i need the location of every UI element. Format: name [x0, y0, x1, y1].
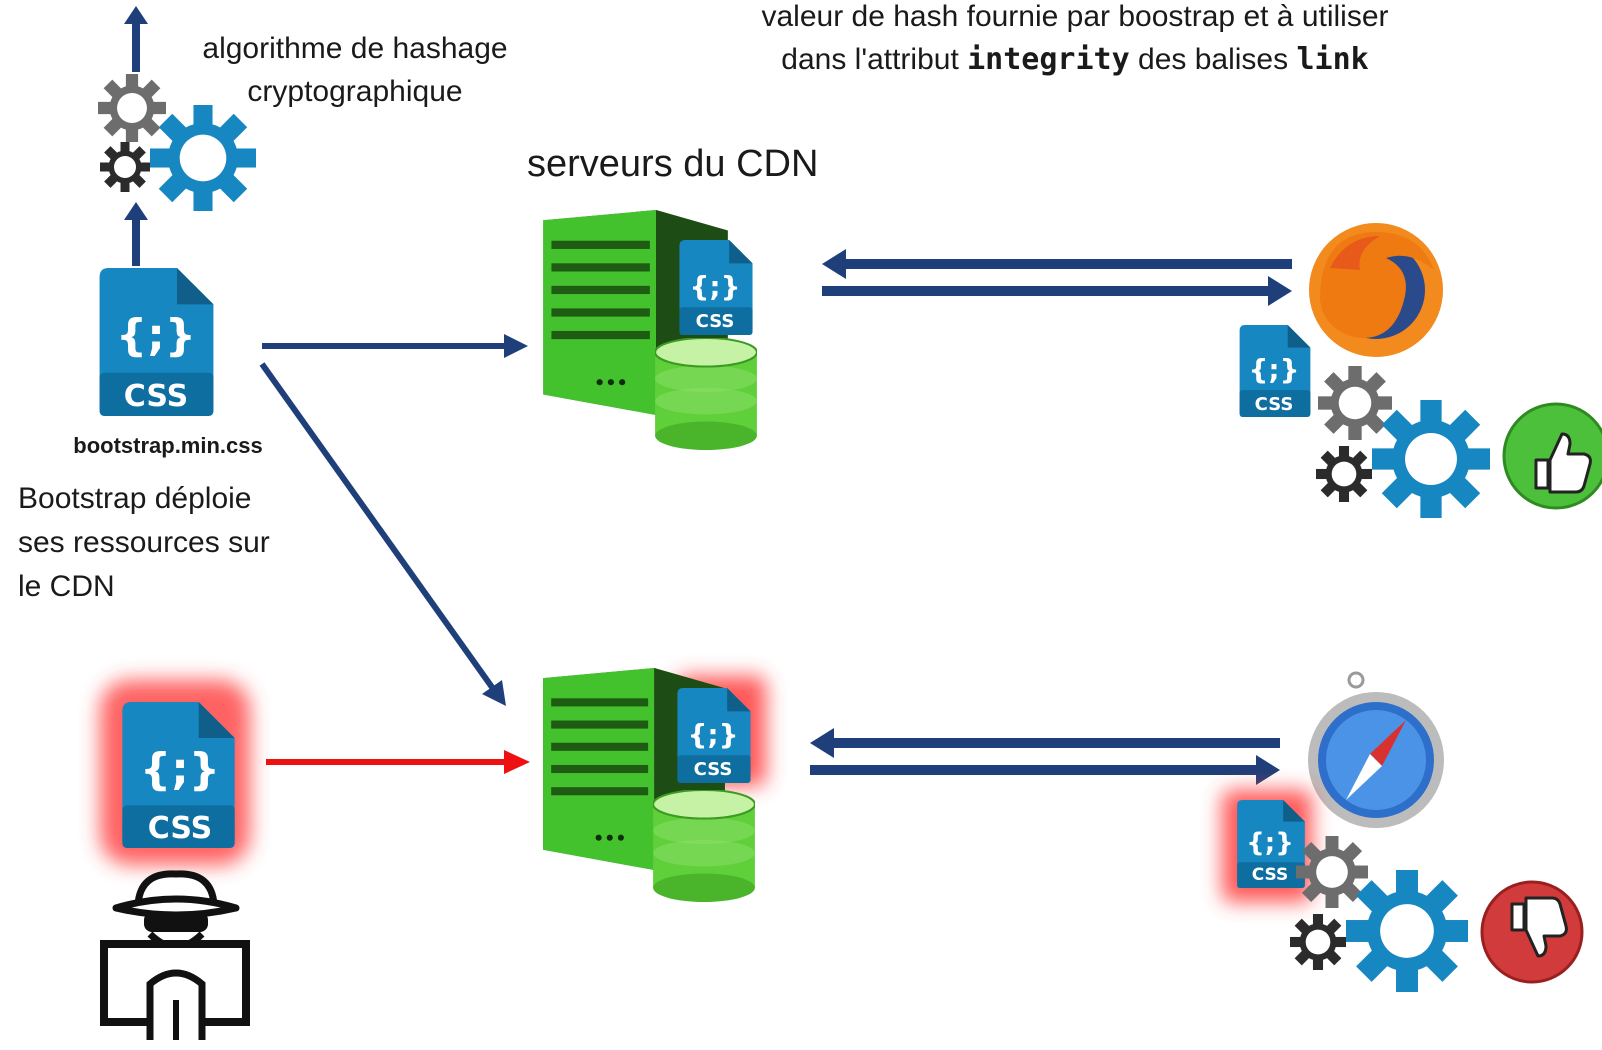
- cdn-server-top: {;} CSS: [543, 210, 757, 450]
- deploy-note-line-2: ses ressources sur: [18, 526, 270, 559]
- gear-icon: [1372, 400, 1490, 518]
- gear-icon: [1346, 870, 1468, 992]
- deploy-note-line-1: Bootstrap déploie: [18, 482, 252, 515]
- svg-text:{;}: {;}: [689, 270, 740, 303]
- svg-text:CSS: CSS: [1252, 865, 1289, 885]
- header-line-2-middle: des balises: [1130, 43, 1297, 76]
- downloaded-css-file-top: {;} CSS: [1239, 325, 1311, 417]
- css-braces: {;}: [116, 310, 196, 361]
- exchange-arrows-top: [822, 249, 1292, 306]
- cdn-server-bottom: {;} CSS: [543, 668, 766, 902]
- header-line-2: dans l'attribut integrity des balises li…: [781, 42, 1368, 77]
- header-line-1: valeur de hash fournie par boostrap et à…: [761, 0, 1388, 33]
- arrow-to-top-server: [262, 334, 528, 358]
- gear-icon: [100, 142, 150, 192]
- svg-text:CSS: CSS: [1255, 394, 1294, 415]
- header-line-2-prefix: dans l'attribut: [781, 43, 967, 76]
- arrow-to-bottom-server: [259, 362, 506, 706]
- svg-text:{;}: {;}: [140, 744, 220, 795]
- gear-icon: [1290, 914, 1346, 970]
- exchange-arrows-bottom: [810, 728, 1280, 785]
- svg-text:CSS: CSS: [696, 311, 735, 332]
- gear-icon: [98, 74, 166, 142]
- gear-icon: [1318, 366, 1392, 440]
- hash-algo-line-2: cryptographique: [247, 75, 462, 108]
- firefox-icon: [1309, 223, 1443, 357]
- thumbs-down-icon: [1480, 880, 1584, 984]
- safari-icon: [1308, 671, 1444, 828]
- gear-icon: [1316, 446, 1372, 502]
- source-file-name: bootstrap.min.css: [73, 433, 262, 458]
- attack-arrow: [266, 750, 530, 774]
- cdn-label: serveurs du CDN: [527, 143, 818, 185]
- malicious-css-file: {;} CSS: [100, 680, 250, 865]
- link-code: link: [1296, 42, 1368, 77]
- hash-algo-line-1: algorithme de hashage: [202, 32, 507, 65]
- database-icon: [655, 338, 757, 450]
- up-arrow-bottom: [124, 202, 148, 266]
- svg-text:{;}: {;}: [1248, 353, 1299, 386]
- svg-text:{;}: {;}: [1246, 828, 1293, 858]
- hacker-icon: [100, 870, 250, 1040]
- css-ext: CSS: [124, 379, 188, 414]
- gear-icon: [150, 105, 256, 211]
- up-arrow-top: [124, 6, 148, 72]
- svg-text:{;}: {;}: [687, 718, 738, 751]
- deploy-note-line-3: le CDN: [18, 570, 115, 603]
- thumbs-up-icon: [1502, 402, 1602, 510]
- source-css-file: {;} CSS: [99, 268, 214, 416]
- svg-text:CSS: CSS: [148, 811, 212, 846]
- integrity-code: integrity: [967, 42, 1130, 77]
- downloaded-css-file-bottom: {;} CSS: [1222, 790, 1312, 902]
- database-icon: [653, 790, 755, 902]
- svg-text:CSS: CSS: [694, 759, 733, 780]
- gear-icon: [1296, 836, 1368, 908]
